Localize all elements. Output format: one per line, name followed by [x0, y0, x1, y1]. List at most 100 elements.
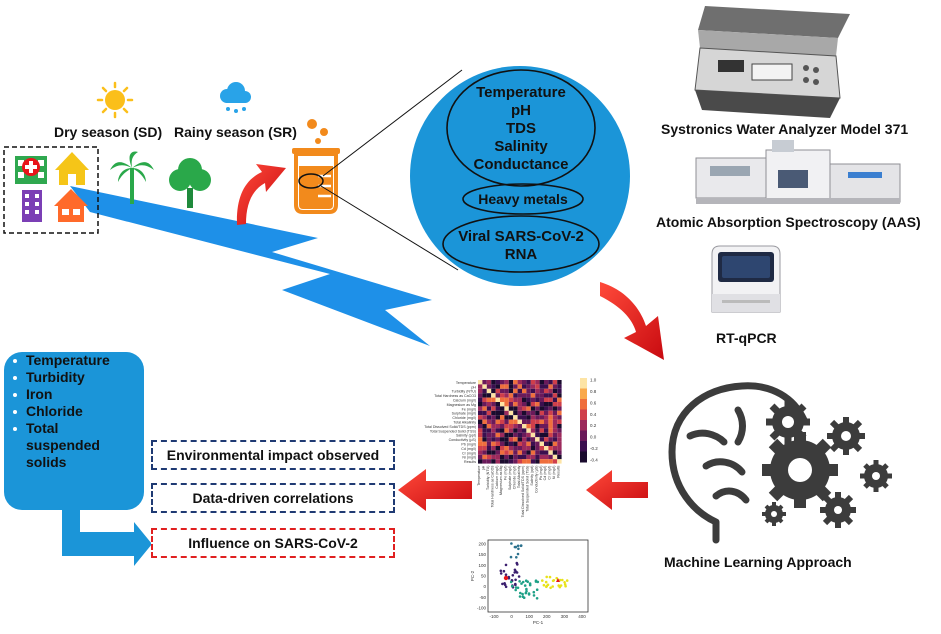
heatmap-cell	[517, 402, 522, 407]
heatmap-cell	[478, 410, 483, 416]
heatmap-col-label: Salinity (ppt)	[530, 466, 534, 486]
heatmap-cell	[539, 437, 544, 442]
scatter-point	[518, 580, 521, 583]
heatmap-cell	[530, 432, 536, 438]
scatter-point	[557, 584, 560, 587]
heatmap-cell	[478, 397, 483, 402]
influence-box: Influence on SARS-CoV-2	[151, 528, 395, 558]
heatmap-cell	[557, 441, 562, 446]
heatmap-cell	[526, 454, 531, 460]
beaker-zoom-ellipse	[298, 173, 324, 189]
scatter-x-tick: -100	[489, 614, 499, 619]
heatmap-cell	[504, 410, 509, 416]
heatmap-cell	[504, 446, 509, 451]
heatmap-cell	[486, 406, 492, 411]
heatmap-cell	[522, 459, 527, 464]
gear-far-right-icon	[860, 460, 892, 492]
scatter-point	[517, 547, 520, 551]
heatmap-cell	[478, 384, 483, 389]
heatmap-cell	[491, 428, 496, 433]
heatmap-cell	[539, 419, 544, 424]
rtqpcr-machine-image	[711, 245, 781, 313]
ml-brain-gears-icon	[668, 382, 808, 544]
heatmap-cell	[557, 397, 562, 402]
environmental-impact-box: Environmental impact observed	[151, 440, 395, 470]
heatmap-cell	[495, 446, 500, 451]
scatter-point	[514, 583, 517, 587]
heatmap-cell	[482, 441, 487, 446]
heatmap-cell	[548, 402, 553, 407]
heatmap-cell	[535, 406, 540, 411]
heatmap-cell	[539, 393, 544, 398]
heatmap-cell	[486, 459, 492, 464]
heatmap-cell	[535, 437, 540, 442]
heatmap-cell	[478, 402, 483, 407]
heatmap-cell	[552, 393, 558, 398]
heatmap-cell	[508, 437, 514, 442]
factor-item: Total suspended solids	[10, 420, 134, 471]
parameters-ellipse-1	[446, 69, 596, 187]
colorbar-tick: 0.8	[590, 389, 597, 394]
scatter-point	[502, 569, 506, 573]
data-correlations-box: Data-driven correlations	[151, 483, 395, 513]
results-box-bg	[4, 352, 144, 510]
heatmap-cell	[486, 402, 492, 407]
heatmap-cell	[526, 437, 531, 442]
heatmap-cell	[500, 384, 505, 389]
heatmap-row-label: Total Alkalinity	[453, 421, 476, 425]
scatter-point	[513, 545, 517, 549]
heatmap-cell	[522, 384, 527, 389]
scatter-point	[499, 572, 503, 575]
colorbar-tick: 0.4	[590, 412, 597, 417]
heatmap-cell	[557, 380, 562, 385]
heatmap-cell	[517, 446, 522, 451]
heatmap-cell	[557, 384, 562, 389]
heatmap-cell	[491, 432, 496, 438]
heatmap-cell	[526, 441, 531, 446]
heatmap-cell	[548, 459, 553, 464]
heatmap-cell	[491, 415, 496, 420]
heatmap-cell	[517, 450, 522, 455]
heatmap-cell	[530, 459, 536, 464]
heatmap-cell	[491, 410, 496, 416]
heatmap-cell	[522, 428, 527, 433]
scatter-point	[561, 578, 564, 582]
heatmap-cell	[526, 446, 531, 451]
heatmap-cell	[526, 432, 531, 438]
scatter-x-tick: 400	[578, 614, 586, 619]
scatter-point	[504, 585, 508, 589]
heatmap-cell	[557, 388, 562, 394]
heatmap-row-label: Ni (mg/l)	[462, 456, 476, 460]
heatmap-cell	[548, 428, 553, 433]
heatmap-cell	[478, 459, 483, 464]
heatmap-col-label: Calcium (mg/l)	[495, 466, 499, 489]
heatmap-cell	[482, 428, 487, 433]
heatmap-cell	[495, 415, 500, 420]
heatmap-col-label: Results	[556, 465, 560, 477]
heatmap-col-label: Cr (mg/l)	[548, 466, 552, 480]
scatter-point	[565, 579, 569, 582]
heatmap-cell	[544, 410, 549, 416]
heatmap-cell	[495, 419, 500, 424]
heatmap-cell	[526, 410, 531, 416]
rainy-season-label: Rainy season (SR)	[174, 124, 297, 140]
scatter-point	[558, 578, 562, 582]
heatmap-cell	[522, 397, 527, 402]
heatmap-cell	[535, 454, 540, 460]
gear-bottom-icon	[820, 492, 856, 528]
heatmap-cell	[535, 424, 540, 429]
viral-parameter-1: RNA	[504, 246, 538, 263]
heatmap-cell	[552, 410, 558, 416]
heatmap-row-label: Calcium (mg/l)	[453, 399, 476, 403]
heatmap-cell	[478, 437, 483, 442]
heatmap-cell	[526, 415, 531, 420]
heatmap-cell	[478, 393, 483, 398]
heatmap-cell	[495, 380, 500, 385]
heatmap-cell	[486, 437, 492, 442]
heatmap-cell	[517, 380, 522, 385]
heatmap-cell	[544, 424, 549, 429]
heatmap-cell	[544, 459, 549, 464]
heatmap-cell	[508, 459, 514, 464]
